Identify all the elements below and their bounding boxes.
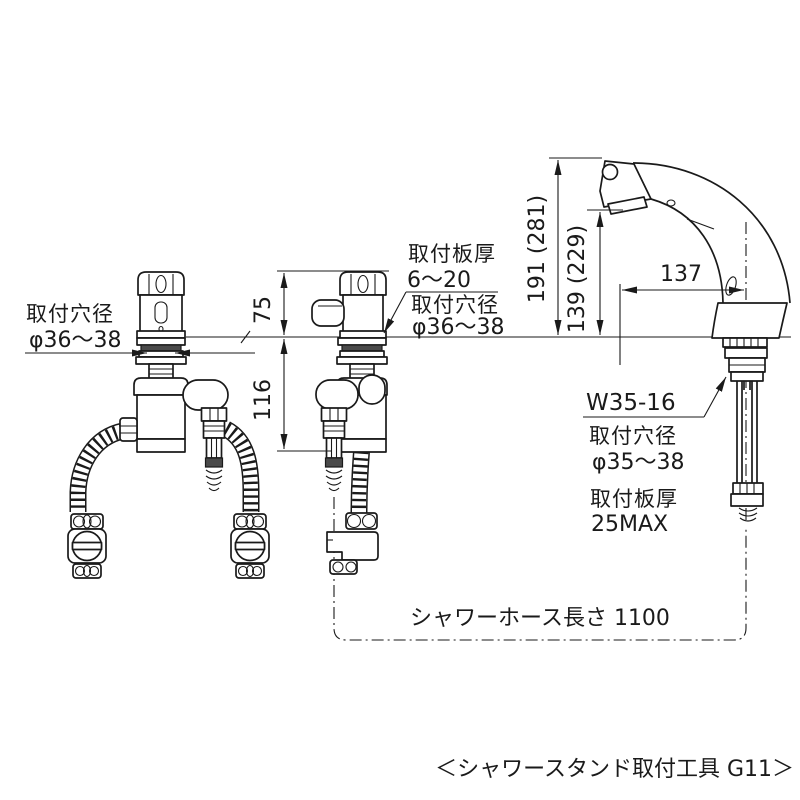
faucet-front-view <box>67 271 270 579</box>
supply-hose-right <box>221 421 260 512</box>
hose-clip <box>725 276 737 296</box>
callout-stand-hole-line1: 取付穴径 <box>589 424 677 448</box>
dim-137-label: 137 <box>660 262 702 287</box>
counter-line <box>186 330 791 344</box>
stand-shaft <box>722 337 768 522</box>
hose-elbow-bracket <box>326 512 379 575</box>
callout-stand-plate-thickness: 取付板厚 25MAX <box>590 487 678 537</box>
callout-mid-plate-line2: 6〜20 <box>407 268 471 293</box>
spray-head <box>599 160 652 215</box>
callout-mid-hole-line1: 取付穴径 <box>411 293 499 317</box>
supply-valve-left <box>67 513 107 579</box>
faucet-side-view <box>311 271 388 575</box>
outlet-elbow <box>182 379 229 411</box>
dimension-75: 75 <box>251 270 389 335</box>
spout-inner-curve <box>650 198 724 304</box>
callout-left-hole-line2: φ36〜38 <box>29 328 122 353</box>
caption: ＜シャワースタンド取付工具 G11＞ <box>435 757 794 782</box>
dimension-137: 137 <box>619 262 744 365</box>
callout-stand-plate-line2: 25MAX <box>591 512 668 537</box>
dim-75-label: 75 <box>251 296 276 324</box>
callout-stand-hole-line2: φ35〜38 <box>592 450 685 475</box>
dim-116-label: 116 <box>251 379 276 421</box>
stand-base-cone <box>711 302 788 339</box>
spout-outer-curve <box>632 162 791 304</box>
callout-mid-hole-diameter: 取付穴径 φ36〜38 <box>411 293 505 340</box>
callout-stand-hole-diameter: 取付穴径 φ35〜38 <box>589 424 685 475</box>
callout-mid-hole-line2: φ36〜38 <box>412 315 505 340</box>
callout-left-hole-diameter: 取付穴径 φ36〜38 <box>25 302 255 357</box>
dimension-116: 116 <box>251 339 332 452</box>
shower-hose-centerline <box>333 497 747 641</box>
dimension-139: 139 (229) <box>565 209 623 335</box>
mounting-flange <box>135 337 187 385</box>
callout-stand-plate-line1: 取付板厚 <box>590 487 678 511</box>
dimension-191: 191 (281) <box>525 157 602 335</box>
callout-left-hole-line1: 取付穴径 <box>26 302 114 326</box>
hose-length-label: シャワーホース長さ 1100 <box>410 606 670 631</box>
supply-valve-right <box>230 513 270 579</box>
supply-hose-left <box>69 422 126 512</box>
callout-stand-thread-label: W35-16 <box>586 390 676 416</box>
callout-stand-thread: W35-16 <box>583 376 727 418</box>
outlet-elbow-side <box>315 379 359 410</box>
dim-191-label: 191 (281) <box>525 195 550 303</box>
callout-mid-plate-thickness: 取付板厚 6〜20 <box>383 242 498 334</box>
lever-handle <box>311 299 345 327</box>
shower-stand-view <box>599 160 791 524</box>
check-valve <box>200 407 228 492</box>
handle-knob <box>137 271 185 296</box>
handle-knob-side <box>339 271 387 296</box>
dim-139-label: 139 (229) <box>565 225 590 333</box>
callout-mid-plate-line1: 取付板厚 <box>408 242 496 266</box>
